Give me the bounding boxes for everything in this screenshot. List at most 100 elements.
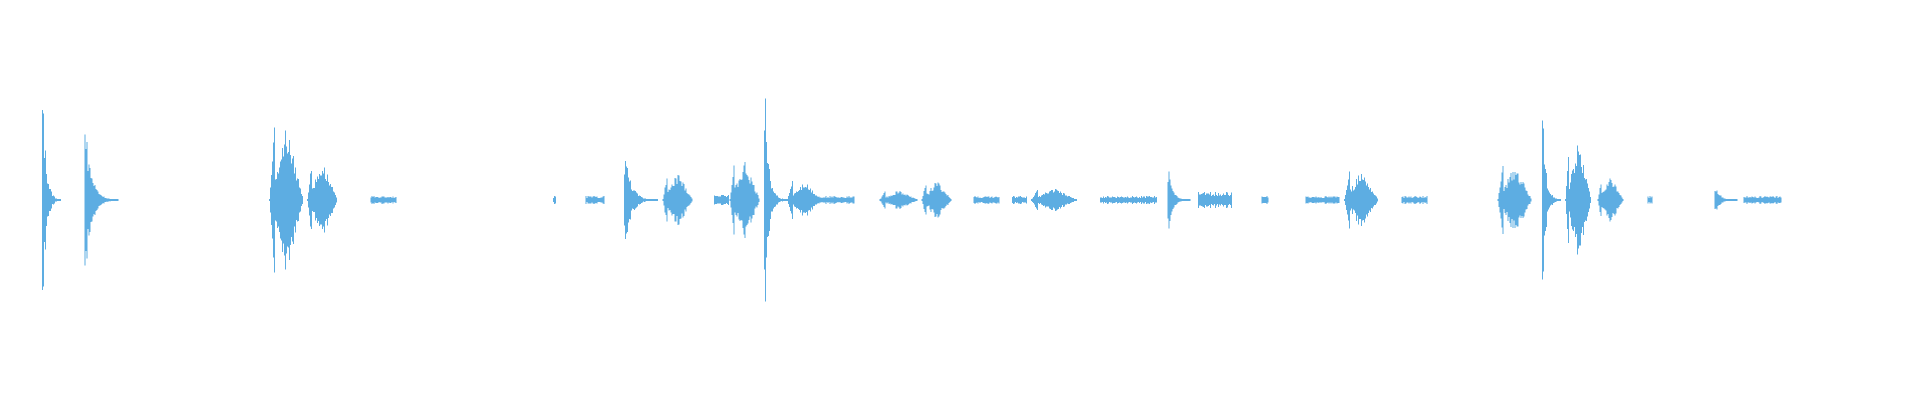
waveform-sample xyxy=(1544,168,1546,231)
waveform-sample xyxy=(386,197,388,203)
waveform-sample xyxy=(1306,197,1308,203)
waveform-sample xyxy=(765,98,767,302)
waveform-sample xyxy=(1367,183,1368,217)
waveform-sample xyxy=(1512,172,1514,229)
waveform-sample xyxy=(1503,191,1505,210)
waveform-sample xyxy=(1311,196,1313,204)
waveform-sample xyxy=(881,196,883,204)
waveform-sample xyxy=(97,191,99,209)
waveform-sample xyxy=(672,186,674,214)
waveform-sample xyxy=(941,191,943,209)
waveform-sample xyxy=(1356,179,1357,221)
waveform-sample xyxy=(1180,198,1182,202)
waveform-sample xyxy=(1325,196,1327,204)
waveform-sample xyxy=(679,181,681,219)
waveform-sample xyxy=(1613,186,1615,214)
waveform-sample xyxy=(1574,163,1576,237)
waveform-sample xyxy=(790,189,792,211)
waveform-sample xyxy=(314,188,316,212)
waveform-sample xyxy=(1589,196,1591,204)
waveform-sample xyxy=(301,195,303,205)
waveform-sample xyxy=(656,199,657,201)
waveform-sample xyxy=(393,198,395,203)
waveform-sample xyxy=(824,197,826,203)
waveform-sample xyxy=(1178,198,1180,202)
waveform-sample xyxy=(1058,191,1059,209)
waveform-sample xyxy=(603,196,605,204)
waveform-sample xyxy=(93,186,95,215)
waveform-sample xyxy=(903,195,905,205)
waveform-sample xyxy=(1721,197,1723,203)
waveform-sample xyxy=(837,197,839,203)
waveform-sample xyxy=(1570,174,1572,226)
waveform-sample xyxy=(318,179,320,221)
waveform-sample xyxy=(625,160,626,240)
waveform-sample xyxy=(1147,196,1149,204)
waveform-sample xyxy=(935,183,937,217)
waveform-sample xyxy=(1332,196,1334,204)
waveform-sample xyxy=(283,144,285,256)
waveform-sample xyxy=(645,198,646,202)
waveform-sample xyxy=(291,158,293,242)
waveform-sample xyxy=(45,150,47,250)
waveform-sample xyxy=(116,199,118,201)
waveform-sample xyxy=(87,171,89,229)
waveform-sample xyxy=(751,181,753,219)
waveform-sample xyxy=(663,194,665,206)
waveform-sample xyxy=(1715,191,1717,209)
waveform-sample xyxy=(1069,196,1070,204)
waveform-sample xyxy=(729,199,731,201)
waveform-sample xyxy=(818,196,820,204)
waveform-sample xyxy=(1318,197,1320,203)
waveform-sample xyxy=(1061,192,1062,208)
waveform-sample xyxy=(631,189,632,211)
waveform-sample xyxy=(624,174,625,226)
waveform-sample xyxy=(1714,191,1716,210)
waveform-sample xyxy=(1181,199,1183,201)
waveform-sample xyxy=(793,195,795,205)
waveform-sample xyxy=(315,179,317,221)
waveform-sample xyxy=(1121,196,1123,204)
waveform-sample xyxy=(891,196,893,204)
waveform-sample xyxy=(807,196,809,204)
waveform-sample xyxy=(977,196,979,204)
waveform-sample xyxy=(678,175,680,225)
waveform-sample xyxy=(1529,195,1531,205)
waveform-sample xyxy=(774,193,776,207)
waveform-sample xyxy=(1550,195,1552,205)
waveform-sample xyxy=(1527,194,1529,206)
waveform-sample xyxy=(329,185,331,215)
waveform-sample xyxy=(814,197,816,203)
waveform-sample xyxy=(803,187,805,213)
waveform-sample xyxy=(117,199,119,201)
waveform-sample xyxy=(1551,195,1553,205)
waveform-sample xyxy=(1525,190,1527,210)
waveform-sample xyxy=(691,198,693,202)
waveform-sample xyxy=(268,199,270,201)
waveform-sample xyxy=(773,191,775,209)
waveform-sample xyxy=(916,199,918,201)
waveform-sample xyxy=(825,196,827,204)
waveform-sample xyxy=(1720,195,1722,205)
waveform-sample xyxy=(1717,193,1719,206)
waveform-sample xyxy=(1423,197,1425,203)
waveform-sample xyxy=(879,199,881,201)
waveform-sample xyxy=(280,159,282,241)
waveform-sample xyxy=(1072,198,1073,202)
waveform-sample xyxy=(113,199,115,201)
waveform-sample xyxy=(746,175,748,225)
waveform-sample xyxy=(1120,196,1122,204)
waveform-sample xyxy=(1126,197,1128,203)
waveform-sample xyxy=(841,196,843,204)
waveform-sample xyxy=(1559,199,1561,201)
waveform-sample xyxy=(1207,193,1209,207)
waveform-sample xyxy=(933,187,935,213)
waveform-sample xyxy=(43,113,45,287)
waveform-sample xyxy=(630,180,631,220)
waveform-sample xyxy=(1375,195,1376,205)
waveform-sample xyxy=(1366,185,1367,215)
waveform-sample xyxy=(764,130,766,270)
waveform-sample xyxy=(637,193,638,207)
waveform-sample xyxy=(1762,197,1764,203)
waveform-sample xyxy=(1568,188,1570,212)
